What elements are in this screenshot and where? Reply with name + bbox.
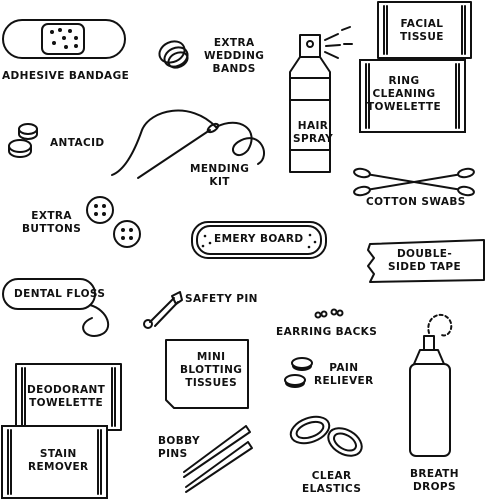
label-line: RELIEVER — [314, 375, 374, 388]
label-line: PINS — [158, 448, 188, 461]
label-emery-board: EMERY BOARD — [214, 233, 304, 245]
adhesive-bandage-icon — [2, 19, 126, 59]
breath-drops-icon — [409, 313, 453, 457]
hair-spray-icon — [289, 26, 353, 173]
label-line: REMOVER — [28, 461, 89, 474]
label-line: DROPS — [412, 481, 456, 494]
label-mini-blotting-tissues: MINI BLOTTING TISSUES — [180, 351, 242, 390]
label-clear-elastics: CLEAR ELASTICS — [302, 470, 361, 496]
label-line: BREATH — [410, 468, 459, 480]
dental-floss-icon — [2, 278, 110, 337]
label-line: TOWELETTE — [29, 397, 104, 410]
label-extra-buttons: EXTRA BUTTONS — [22, 210, 81, 236]
facial-tissue-icon — [377, 1, 472, 59]
label-line: BOBBY — [158, 435, 200, 447]
label-line: FACIAL — [400, 18, 444, 30]
label-line: KIT — [209, 176, 230, 189]
label-line: SIDED TAPE — [388, 261, 462, 274]
label-line: HAIR — [297, 120, 329, 132]
clear-elastics-icon — [289, 415, 363, 457]
label-hair-spray: HAIR SPRAY — [293, 120, 333, 146]
emery-board-icon — [191, 221, 327, 259]
label-line: DOUBLE- — [396, 248, 453, 260]
label-adhesive-bandage: ADHESIVE BANDAGE — [2, 70, 130, 82]
label-line: BLOTTING — [180, 364, 243, 377]
label-stain-remover: STAIN REMOVER — [28, 448, 89, 474]
label-double-sided-tape: DOUBLE- SIDED TAPE — [388, 248, 461, 274]
label-line: TOWELETTE — [367, 101, 442, 114]
mini-blotting-tissues-icon — [165, 339, 249, 409]
label-line: STAIN — [39, 448, 77, 460]
antacid-icon — [8, 123, 38, 158]
wedding-bands-icon — [158, 40, 189, 69]
label-dental-floss: DENTAL FLOSS — [14, 288, 106, 300]
double-sided-tape-icon — [367, 239, 485, 283]
label-line: SPRAY — [293, 133, 334, 146]
label-pain-reliever: PAIN RELIEVER — [314, 362, 374, 388]
label-breath-drops: BREATH DROPS — [410, 468, 459, 494]
label-line: MINI — [196, 351, 226, 363]
bobby-pins-icon — [183, 425, 253, 493]
label-antacid: ANTACID — [50, 137, 105, 149]
label-ring-cleaning-towelette: RING CLEANING TOWELETTE — [367, 75, 441, 114]
buttons-icon — [86, 196, 141, 248]
label-cotton-swabs: COTTON SWABS — [366, 196, 466, 208]
label-line: WEDDING — [204, 50, 265, 63]
label-line: DEODORANT — [27, 384, 106, 396]
label-bobby-pins: BOBBY PINS — [158, 435, 200, 461]
earring-backs-icon — [314, 308, 344, 319]
label-extra-wedding-bands: EXTRA WEDDING BANDS — [204, 37, 264, 76]
label-mending-kit: MENDING KIT — [190, 163, 249, 189]
stain-remover-icon — [1, 425, 108, 499]
label-earring-backs: EARRING BACKS — [276, 326, 378, 338]
mending-kit-icon — [111, 109, 265, 179]
label-line: PAIN — [329, 362, 359, 374]
label-line: TISSUES — [185, 377, 238, 390]
cotton-swabs-icon — [353, 167, 475, 197]
label-line: MENDING — [190, 163, 250, 175]
label-line: EXTRA — [31, 210, 72, 222]
pain-reliever-icon — [284, 357, 313, 388]
safety-pin-icon — [143, 291, 183, 329]
label-line: BANDS — [212, 63, 256, 76]
label-line: BUTTONS — [22, 223, 82, 236]
ring-cleaning-towelette-icon — [359, 59, 466, 133]
label-line: CLEAR — [311, 470, 352, 482]
label-safety-pin: SAFETY PIN — [185, 293, 258, 305]
label-line: EXTRA — [213, 37, 255, 49]
label-line: TISSUE — [400, 31, 444, 44]
label-line: RING — [388, 75, 420, 87]
label-line: ELASTICS — [302, 483, 362, 496]
label-deodorant-towelette: DEODORANT TOWELETTE — [27, 384, 105, 410]
label-line: CLEANING — [372, 88, 436, 101]
label-facial-tissue: FACIAL TISSUE — [400, 18, 444, 44]
